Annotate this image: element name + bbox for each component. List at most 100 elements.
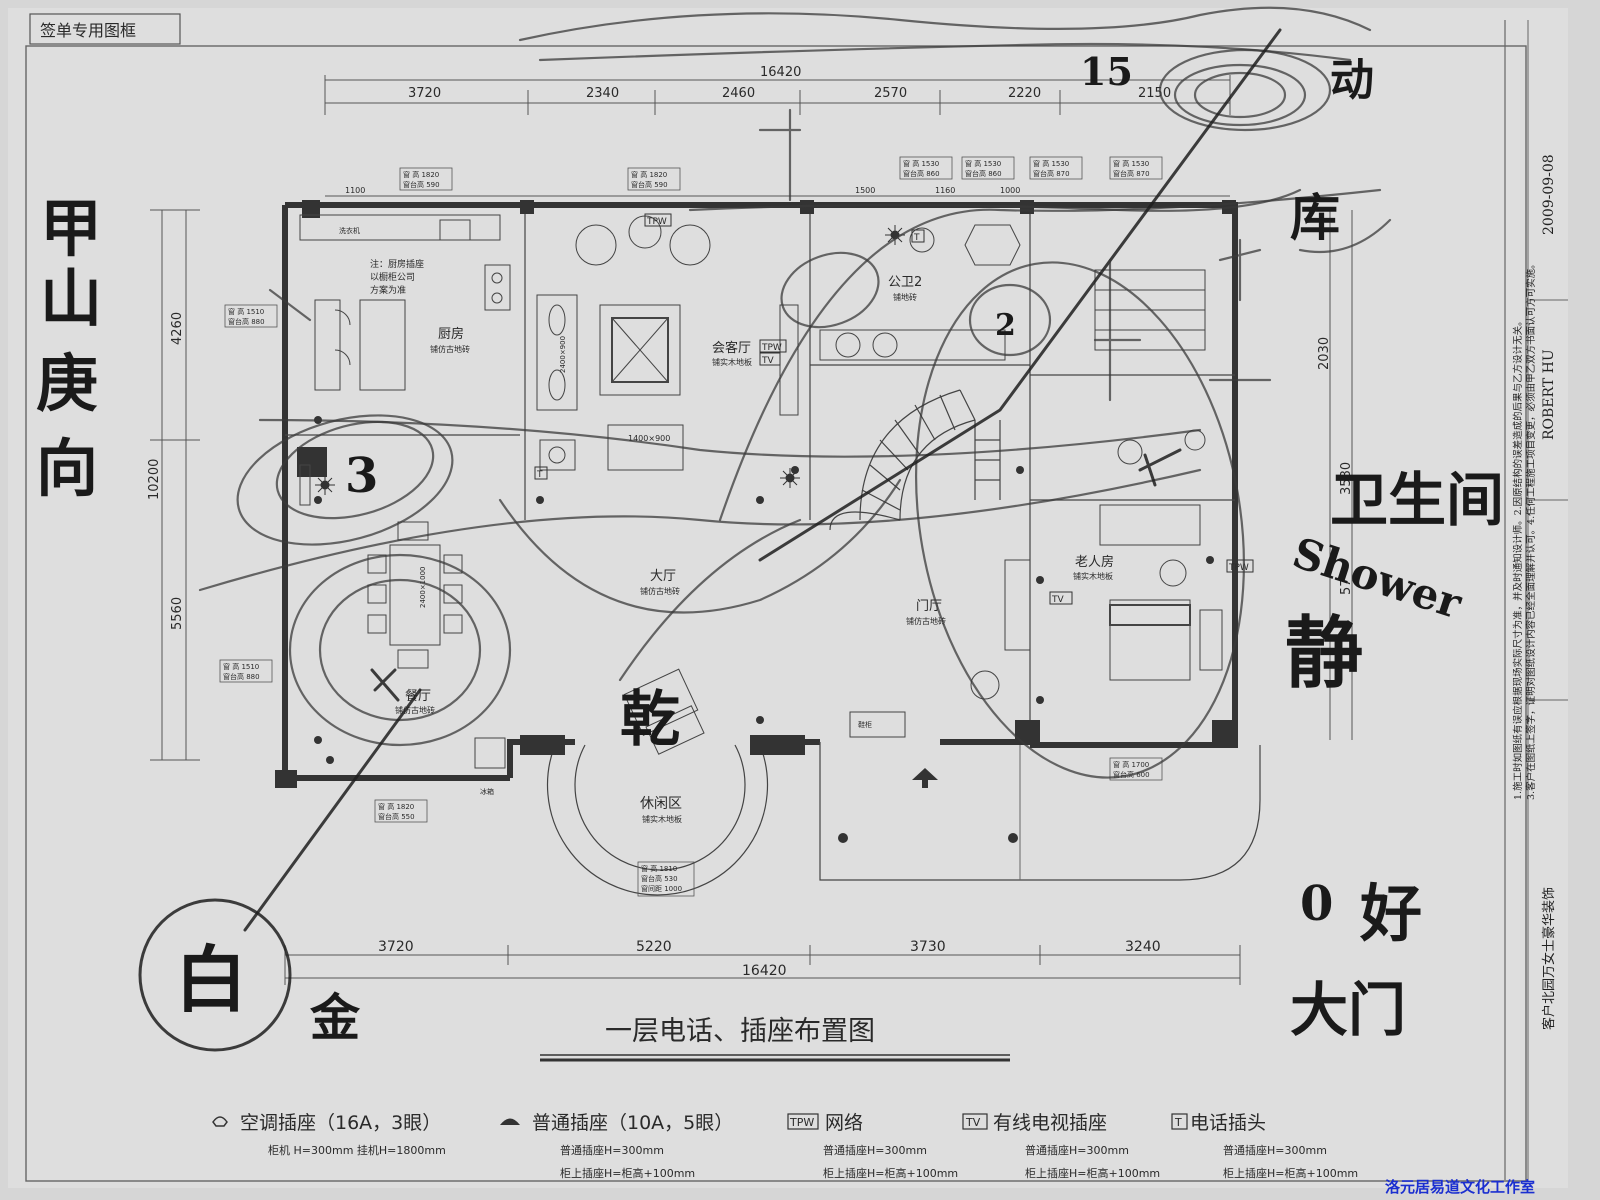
svg-text:柜上插座H=柜高+100mm: 柜上插座H=柜高+100mm (823, 1166, 958, 1180)
hand-right-2: 静 (1285, 608, 1363, 699)
room-bath2-name: 公卫2 (888, 275, 922, 290)
leisure-bay (520, 668, 805, 896)
svg-text:窗台高 530: 窗台高 530 (641, 874, 678, 883)
room-leisure-name: 休闲区 (640, 796, 682, 812)
laundry-label: 洗衣机 (339, 226, 360, 235)
network-icon (787, 1113, 819, 1130)
dining-table-label: 2400×1000 (419, 567, 427, 609)
phone-symbol: T (534, 466, 548, 480)
legend-item-phone: T 电话插头 普通插座H=300mm 柜上插座H=柜高+100mm (1171, 1112, 1358, 1180)
svg-text:T: T (536, 470, 543, 480)
kitchen-note-2: 以橱柜公司 (370, 271, 415, 283)
hand-right-6: 大门 (1290, 976, 1406, 1044)
right-dimensions: 2030 3580 57 (1317, 210, 1354, 740)
dim-top-small-4: 1000 (1000, 186, 1020, 195)
title-block: 2009-09-08 ROBERT HU 客户北园万女士豪华装饰 1.施工时如图… (1504, 20, 1568, 1180)
svg-text:柜机 H=300mm 挂机H=1800mm: 柜机 H=300mm 挂机H=1800mm (268, 1143, 446, 1157)
svg-text:普通插座H=300mm: 普通插座H=300mm (1025, 1143, 1129, 1157)
svg-text:窗台高 590: 窗台高 590 (403, 180, 440, 189)
dim-bottom-4: 3240 (1125, 939, 1161, 955)
svg-text:窗台高 870: 窗台高 870 (1033, 169, 1070, 178)
hand-number-15: 15 (1080, 49, 1133, 94)
svg-text:TV: TV (1051, 595, 1064, 605)
hand-right-5: 0 (1300, 876, 1333, 932)
hand-right-1: 卫生间 (1330, 466, 1504, 534)
svg-text:网络: 网络 (825, 1112, 863, 1134)
hand-left-1: 甲 (40, 192, 102, 265)
room-kitchen-floor: 铺仿古地砖 (430, 344, 470, 354)
tv-symbol: TV (759, 352, 781, 366)
svg-text:窗 高 1700: 窗 高 1700 (1113, 760, 1149, 769)
legend-item-tv: TV 有线电视插座 普通插座H=300mm 柜上插座H=柜高+100mm (962, 1112, 1160, 1180)
svg-text:窗 高 1820: 窗 高 1820 (378, 802, 414, 811)
tpw-symbol: TPW (644, 213, 672, 227)
top-dimensions: 16420 3720 2340 2460 2570 2220 2150 1100… (324, 65, 1231, 197)
legend-item-network: TPW 网络 普通插座H=300mm 柜上插座H=柜高+100mm (787, 1112, 958, 1180)
drawing-title-text: 一层电话、插座布置图 (605, 1016, 875, 1047)
svg-text:窗 高 1530: 窗 高 1530 (965, 159, 1001, 168)
left-dimensions: 10200 4260 5560 (147, 209, 200, 761)
legend-item-ac: 空调插座（16A，3眼） 柜机 H=300mm 挂机H=1800mm (212, 1112, 446, 1157)
svg-text:有线电视插座: 有线电视插座 (993, 1112, 1107, 1134)
dim-left-2: 5560 (170, 597, 185, 630)
svg-text:窗台高 860: 窗台高 860 (965, 169, 1002, 178)
dim-top-small-1: 1100 (345, 186, 365, 195)
window-tag-bay: 窗 高 1810 窗台高 530 窗间距 1000 (637, 861, 695, 897)
ac-outlet-icon (212, 1116, 228, 1127)
outlet-icon (500, 1118, 520, 1125)
svg-text:TV: TV (965, 1116, 981, 1129)
room-foyer-floor: 铺仿古地砖 (906, 616, 946, 626)
dim-top-1: 3720 (408, 86, 441, 101)
fridge-label: 冰箱 (480, 787, 494, 796)
plan-symbols: TPW TPW TV TV TPW T T (314, 213, 1254, 764)
hand-mid: 乾 (620, 685, 680, 755)
hand-left-3: 庚 (36, 347, 98, 420)
legend-item-outlet: 普通插座（10A，5眼） 普通插座H=300mm 柜上插座H=柜高+100mm (500, 1112, 733, 1180)
furniture (299, 214, 1223, 769)
title-block-client: 客户北园万女士豪华装饰 (1541, 887, 1557, 1030)
sun-icon (315, 225, 905, 495)
svg-text:窗间距 1000: 窗间距 1000 (641, 884, 682, 893)
room-dining-floor: 铺仿古地砖 (395, 705, 435, 715)
svg-text:普通插座（10A，5眼）: 普通插座（10A，5眼） (532, 1112, 733, 1134)
dim-top-2: 2340 (586, 86, 619, 101)
svg-text:普通插座H=300mm: 普通插座H=300mm (560, 1143, 664, 1157)
room-meeting-floor: 铺实木地板 (712, 357, 752, 367)
hand-number-2: 2 (995, 308, 1016, 343)
svg-text:窗 高 1820: 窗 高 1820 (403, 170, 439, 179)
svg-text:柜上插座H=柜高+100mm: 柜上插座H=柜高+100mm (1025, 1166, 1160, 1180)
dim-right-3: 57 (1339, 578, 1354, 595)
dim-top-6: 2150 (1138, 86, 1171, 101)
svg-text:空调插座（16A，3眼）: 空调插座（16A，3眼） (240, 1112, 441, 1134)
dim-top-3: 2460 (722, 86, 755, 101)
hand-right-7: 库 (1290, 188, 1340, 247)
pencil-scribbles (138, 6, 1392, 1052)
dim-top-4: 2570 (874, 86, 907, 101)
drawing-frame (25, 45, 1527, 1182)
watermark: 洛元居易道文化工作室 (1385, 1178, 1535, 1196)
room-kitchen-name: 厨房 (438, 326, 464, 342)
kitchen-note-1: 注：厨房插座 (370, 258, 424, 270)
svg-text:普通插座H=300mm: 普通插座H=300mm (1223, 1143, 1327, 1157)
svg-text:T: T (1174, 1116, 1182, 1129)
tv-symbol: TV (1049, 591, 1073, 605)
hand-right-4: 好 (1359, 877, 1422, 950)
dim-right-2: 3580 (1339, 462, 1354, 495)
svg-text:窗 高 1510: 窗 高 1510 (223, 662, 259, 671)
dim-left-total: 10200 (147, 459, 162, 500)
hand-left-2: 山 (40, 262, 102, 335)
svg-text:窗 高 1820: 窗 高 1820 (631, 170, 667, 179)
dim-top-5: 2220 (1008, 86, 1041, 101)
tv-icon (962, 1113, 988, 1130)
svg-text:签单专用图框: 签单专用图框 (40, 21, 136, 40)
dim-right-1: 2030 (1317, 337, 1332, 370)
title-block-note-2: 3.客户在图纸上签字，证明对图纸设计内容已经全面理解并认可。4.任何工程施工项目… (1525, 259, 1537, 800)
